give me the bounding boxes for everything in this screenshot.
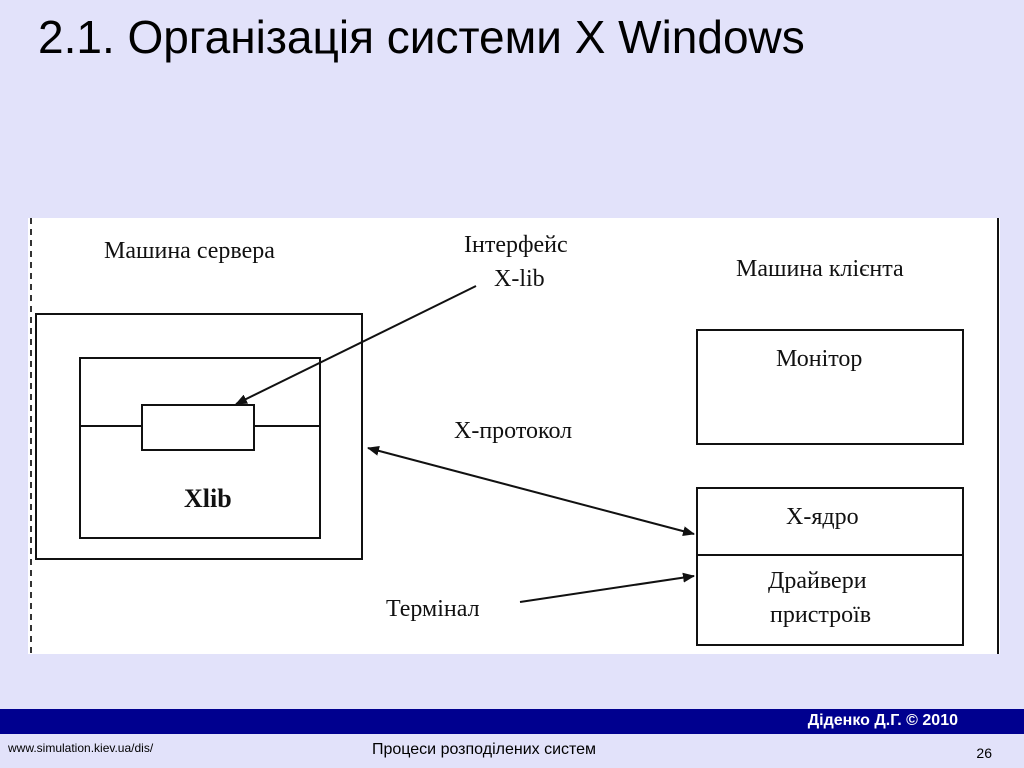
- terminal-box: [696, 487, 964, 646]
- interface-label-line1: Інтерфейс: [464, 232, 568, 258]
- footer-url: www.simulation.kiev.ua/dis/: [8, 741, 154, 755]
- footer-course-title: Процеси розподілених систем: [372, 741, 597, 758]
- server-machine-box: [35, 313, 363, 560]
- footer-band: Діденко Д.Г. © 2010: [0, 709, 1024, 734]
- x-windows-diagram: Машина сервера Інтерфейс X-lib Машина кл…: [28, 218, 1000, 654]
- slide-title: 2.1. Організація системи X Windows: [38, 11, 805, 63]
- footer-author: Діденко Д.Г. © 2010: [807, 712, 958, 729]
- xlib-label: Xlib: [184, 484, 232, 513]
- protocol-arrow: [367, 445, 695, 537]
- terminal-label: Термінал: [386, 596, 480, 622]
- diagram-graphics: [30, 218, 999, 654]
- protocol-label: X-протокол: [454, 418, 573, 444]
- kernel-label: X-ядро: [786, 504, 859, 530]
- interface-label-line2: X-lib: [494, 266, 545, 292]
- footer-bottom: www.simulation.kiev.ua/dis/ Процеси розп…: [0, 734, 1024, 768]
- drivers-label-line1: Драйвери: [768, 568, 867, 594]
- drivers-label-line2: пристроїв: [770, 602, 872, 628]
- xlib-box: [79, 357, 321, 539]
- client-machine-label: Машина клієнта: [736, 256, 904, 282]
- page-number: 26: [976, 745, 992, 761]
- interface-arrow: [235, 285, 477, 405]
- server-machine-label: Машина сервера: [104, 238, 275, 264]
- monitor-label: Монітор: [776, 346, 863, 372]
- monitor-box: [696, 329, 964, 445]
- xlib-interface-box: [141, 404, 255, 451]
- terminal-arrow: [519, 572, 695, 603]
